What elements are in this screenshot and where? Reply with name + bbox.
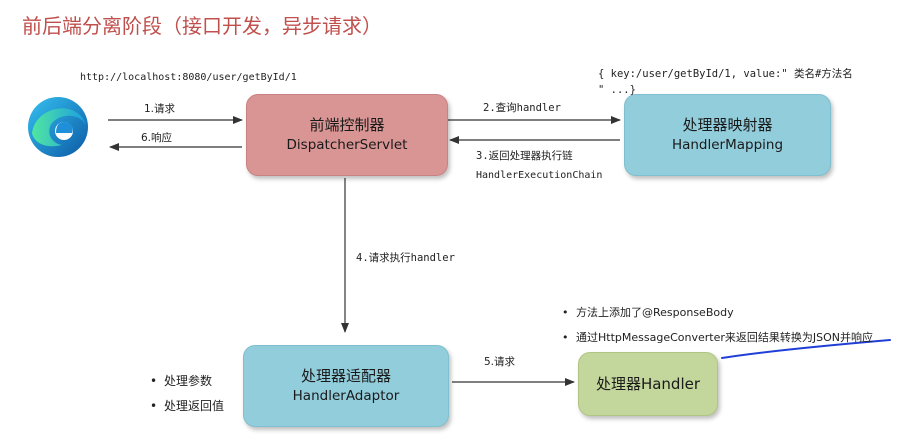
adaptor-class: HandlerAdaptor [292,388,400,404]
handler-note-text: 方法上添加了@ResponseBody [576,306,734,319]
bullet-icon: • [562,306,569,319]
mapping-title: 处理器映射器 [682,116,773,134]
handler-mapping-box: 处理器映射器 HandlerMapping [624,94,831,176]
mapping-note-line1: { key:/user/getById/1, value:" 类名#方法名 [598,68,853,80]
edge-label-return-chain: 3.返回处理器执行链 [476,150,573,162]
edge-label-request-5: 5.请求 [484,356,516,368]
handler-title: 处理器Handler [595,375,701,393]
handler-note-2: • 通过HttpMessageConverter来返回结果转换为JSON并响应 [562,329,873,345]
mapping-note-line2: " ...} [598,84,636,96]
adaptor-note-1: • 处理参数 [150,372,212,389]
adaptor-note-2: • 处理返回值 [150,397,224,414]
edge-label-execute-handler: 4.请求执行handler [356,252,455,264]
handler-note-text: 通过HttpMessageConverter来返回结果转换为JSON并响应 [576,331,873,344]
adaptor-title: 处理器适配器 [300,367,391,385]
bullet-icon: • [562,331,569,344]
handler-box: 处理器Handler [578,352,718,416]
page-title: 前后端分离阶段（接口开发，异步请求） [22,14,382,38]
adaptor-note-text: 处理参数 [164,374,213,388]
dispatcher-class: DispatcherServlet [286,137,408,153]
edge-label-query-handler: 2.查询handler [483,102,561,114]
edge-label-request: 1.请求 [144,103,176,115]
bullet-icon: • [150,399,158,413]
handler-note-1: • 方法上添加了@ResponseBody [562,304,734,320]
dispatcher-servlet-box: 前端控制器 DispatcherServlet [246,94,448,176]
request-url: http://localhost:8080/user/getById/1 [80,72,297,83]
dispatcher-title: 前端控制器 [309,116,385,134]
handwritten-underline [721,339,891,359]
bullet-icon: • [150,374,158,388]
edge-label-return-chain-type: HandlerExecutionChain [476,170,603,181]
handler-adaptor-box: 处理器适配器 HandlerAdaptor [243,345,449,427]
edge-label-response: 6.响应 [141,132,173,144]
mapping-class: HandlerMapping [671,137,784,153]
adaptor-note-text: 处理返回值 [164,399,225,413]
